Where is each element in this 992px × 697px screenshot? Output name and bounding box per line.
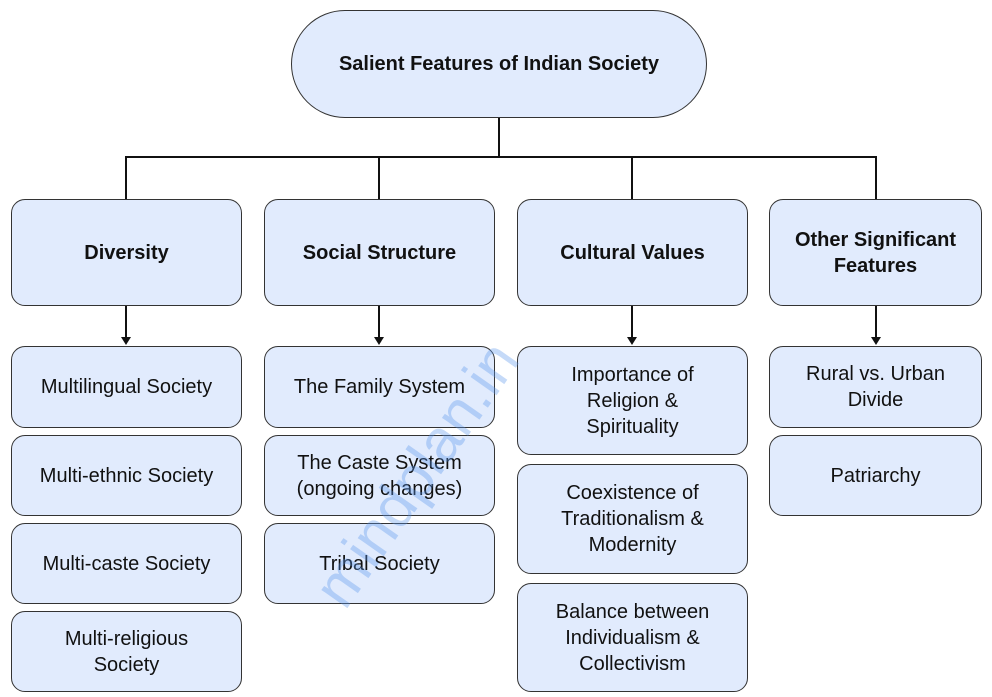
feature-node: Rural vs. Urban Divide — [769, 346, 982, 428]
connector — [631, 156, 633, 199]
feature-node: Balance between Individualism & Collecti… — [517, 583, 748, 692]
feature-node: Importance of Religion & Spirituality — [517, 346, 748, 455]
connector — [875, 156, 877, 199]
feature-node: Patriarchy — [769, 435, 982, 516]
root-node: Salient Features of Indian Society — [291, 10, 707, 118]
feature-node: Multilingual Society — [11, 346, 242, 428]
feature-node: Multi-caste Society — [11, 523, 242, 604]
connector — [125, 156, 877, 158]
arrow-line — [875, 306, 877, 338]
arrow-line — [631, 306, 633, 338]
feature-node: The Caste System (ongoing changes) — [264, 435, 495, 516]
category-cultural-values: Cultural Values — [517, 199, 748, 306]
arrow-head — [121, 337, 131, 345]
arrow-head — [871, 337, 881, 345]
arrow-head — [627, 337, 637, 345]
arrow-line — [125, 306, 127, 338]
arrow-head — [374, 337, 384, 345]
category-diversity: Diversity — [11, 199, 242, 306]
category-other-features: Other Significant Features — [769, 199, 982, 306]
arrow-line — [378, 306, 380, 338]
feature-node: Coexistence of Traditionalism & Modernit… — [517, 464, 748, 574]
feature-node: The Family System — [264, 346, 495, 428]
feature-node: Tribal Society — [264, 523, 495, 604]
connector — [125, 156, 127, 199]
category-social-structure: Social Structure — [264, 199, 495, 306]
connector — [378, 156, 380, 199]
connector — [498, 118, 500, 158]
feature-node: Multi-ethnic Society — [11, 435, 242, 516]
feature-node: Multi-religious Society — [11, 611, 242, 692]
